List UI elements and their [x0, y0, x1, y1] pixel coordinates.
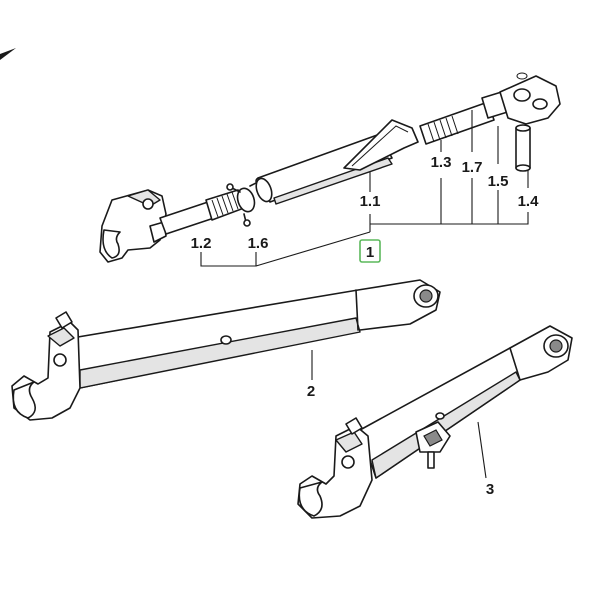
part-clevis-end[interactable]: [499, 72, 561, 125]
callout-1-6[interactable]: 1.6: [248, 235, 269, 252]
corner-mark: [0, 48, 16, 60]
callout-2[interactable]: 2: [307, 383, 315, 400]
callout-1-2[interactable]: 1.2: [191, 235, 212, 252]
leader-lines: [200, 110, 529, 479]
part-tube[interactable]: [253, 119, 419, 205]
callout-1[interactable]: 1: [366, 244, 374, 261]
lower-link-right[interactable]: [297, 325, 573, 519]
callout-1-7[interactable]: 1.7: [462, 159, 483, 176]
part-right-thread[interactable]: [419, 89, 515, 145]
callout-3[interactable]: 3: [486, 481, 494, 498]
callout-1-4[interactable]: 1.4: [518, 193, 540, 210]
top-link-assembly: [99, 72, 561, 263]
callout-labels: 1 1.1 1.2 1.6 1.3 1.7 1.5 1.4 2 3: [191, 154, 540, 498]
part-pin[interactable]: [515, 124, 531, 172]
part-hook-end[interactable]: [99, 189, 167, 263]
lower-link-left[interactable]: [11, 279, 441, 421]
callout-1-5[interactable]: 1.5: [488, 173, 509, 190]
callout-1-highlight: [359, 239, 381, 263]
callout-1-3[interactable]: 1.3: [431, 154, 452, 171]
part-left-thread[interactable]: [159, 189, 245, 235]
callout-1-1[interactable]: 1.1: [360, 193, 381, 210]
